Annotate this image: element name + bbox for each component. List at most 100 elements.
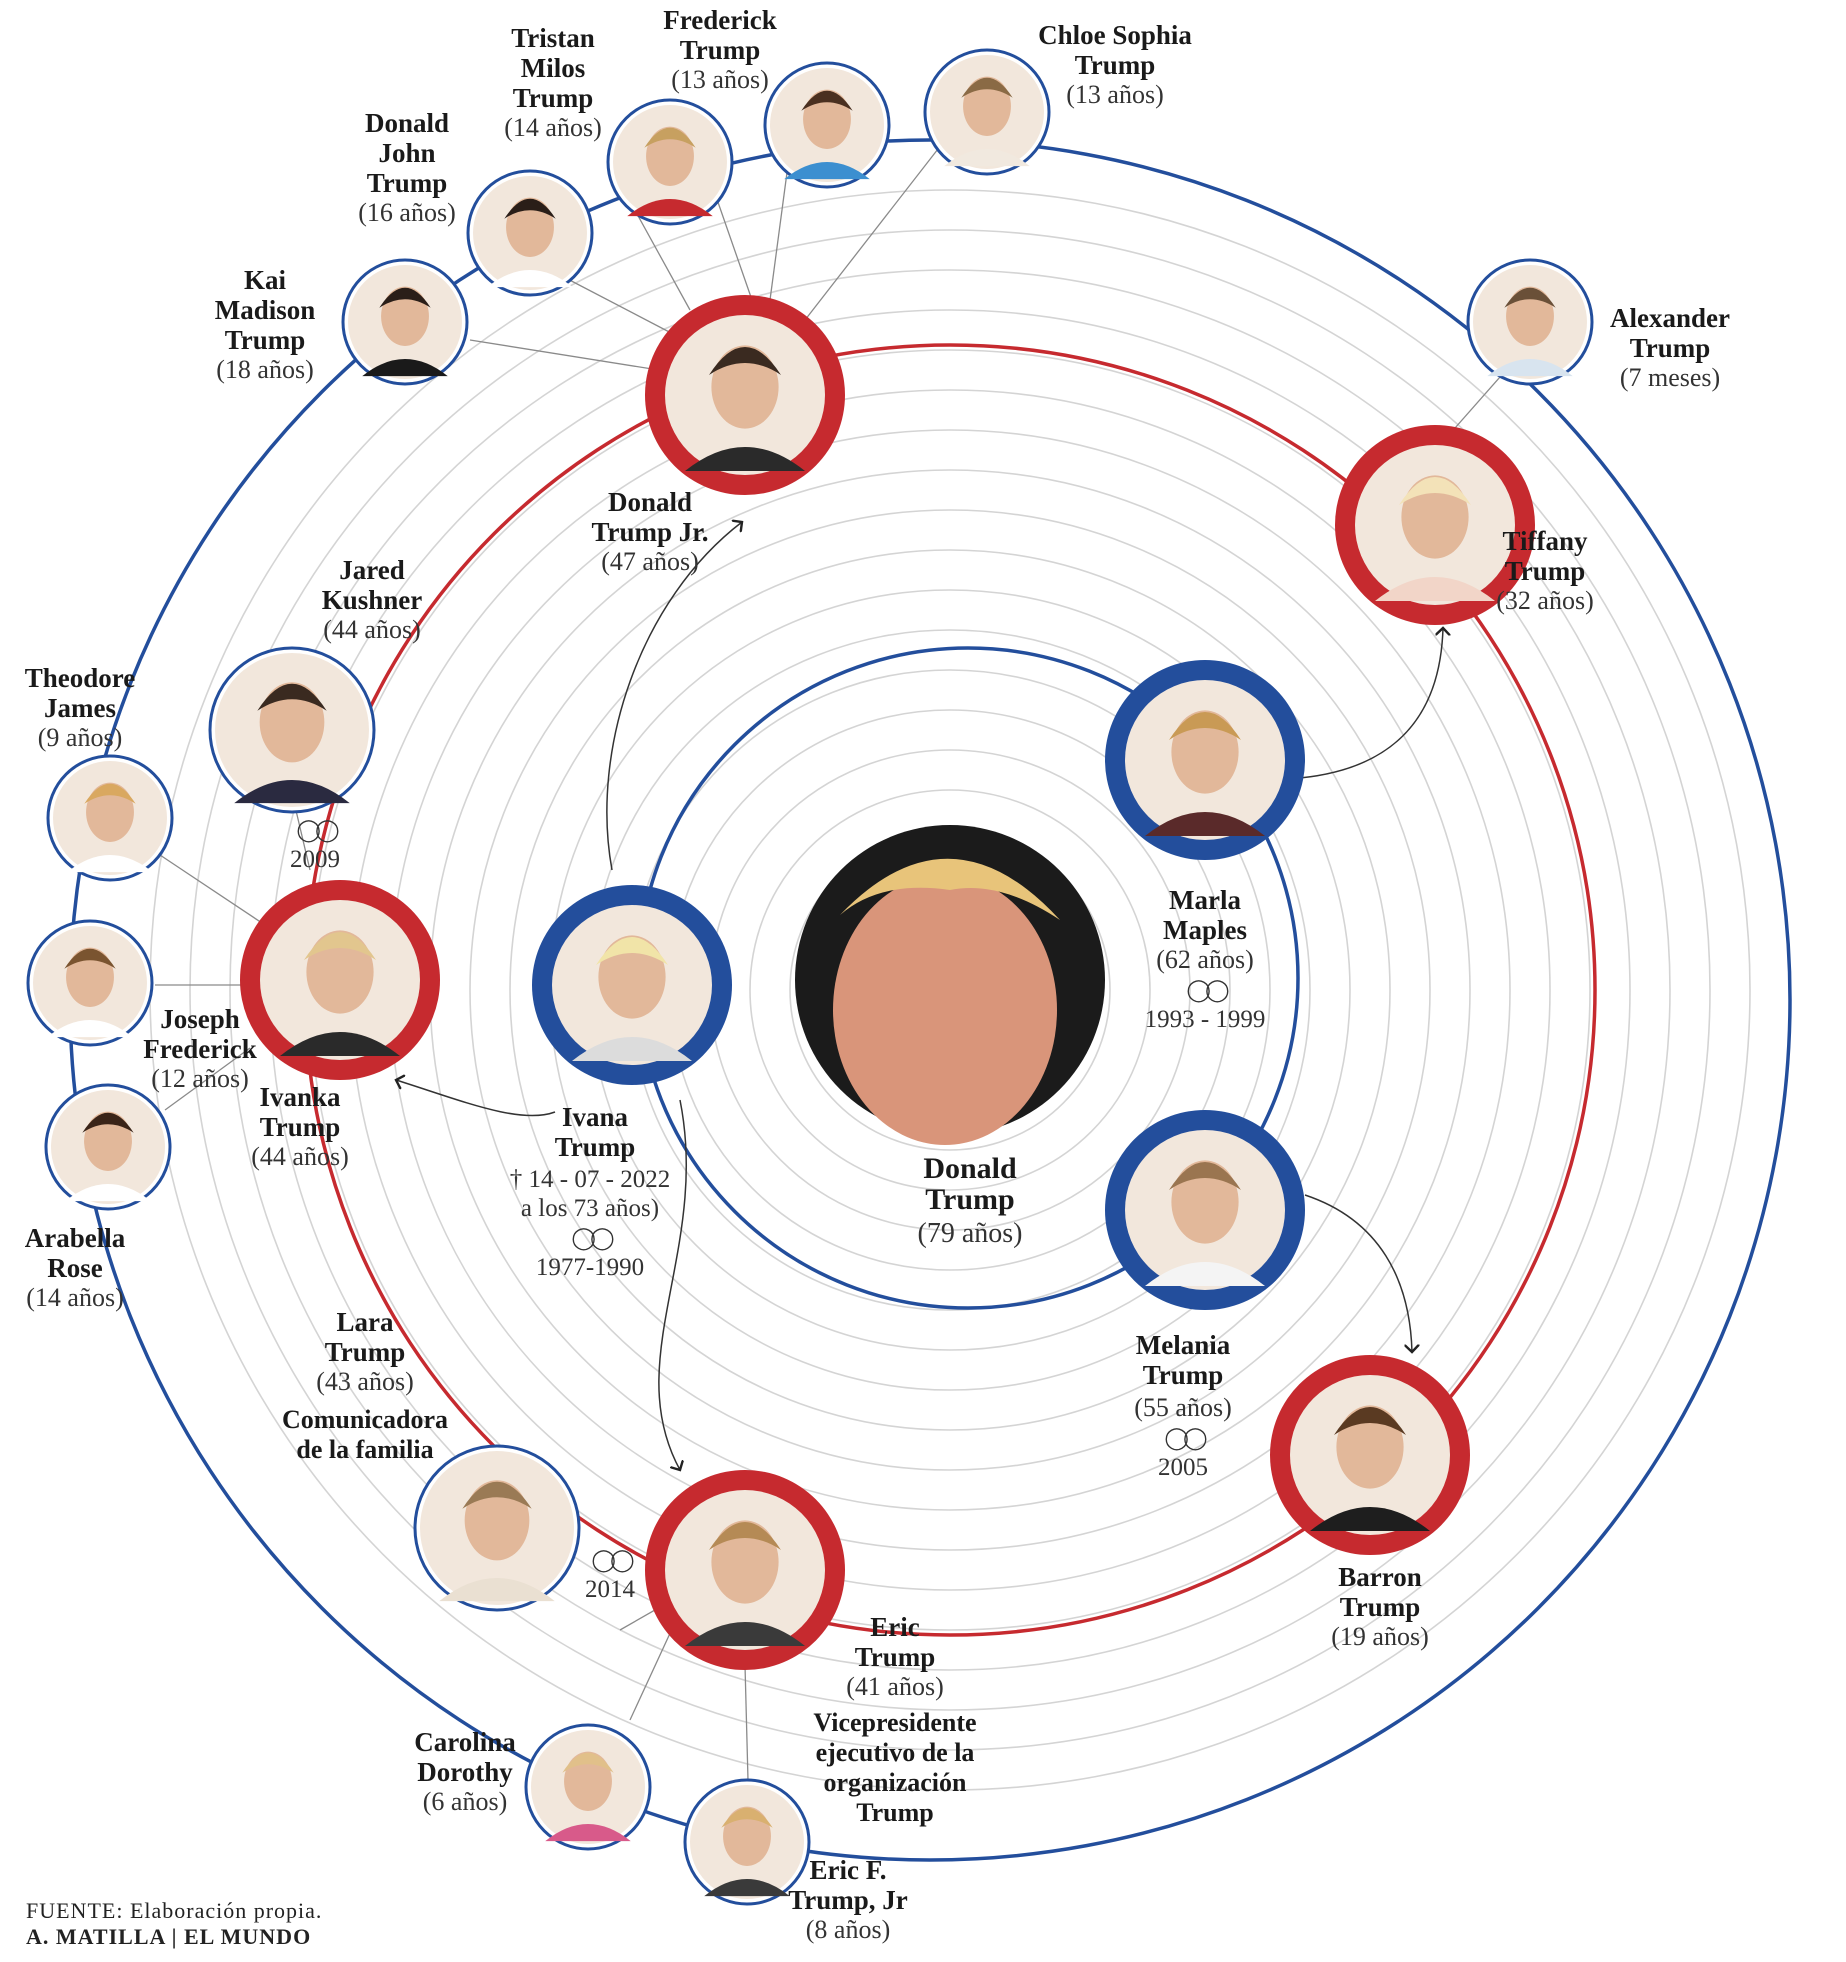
name-marla-maples: Marla Maples xyxy=(1163,885,1247,945)
face-icon xyxy=(464,1480,530,1561)
portrait-lara-trump xyxy=(413,1444,581,1612)
name-eric-trump-jr: Eric F. Trump, Jr xyxy=(788,1855,908,1915)
portrait-eric-trump-jr xyxy=(683,1778,811,1906)
face-icon xyxy=(1171,1160,1239,1244)
hair-icon xyxy=(709,1522,781,1550)
name-theodore-james: Theodore James xyxy=(24,663,136,723)
name-ivanka-trump: Ivanka Trump xyxy=(259,1082,341,1142)
connector-line xyxy=(711,184,753,301)
grid-circle xyxy=(509,549,1391,1431)
portrait-alexander-trump xyxy=(1466,258,1594,386)
shoulders-icon xyxy=(1145,1262,1265,1286)
connector-line xyxy=(744,1664,749,1781)
name-chloe-trump: Chloe Sophia Trump xyxy=(1038,20,1192,80)
name-arabella-rose: Arabella Rose xyxy=(24,1223,126,1283)
portrait-chloe-trump xyxy=(923,48,1051,176)
label-carolina-dorothy: Carolina Dorothy (6 años) xyxy=(395,1727,535,1817)
age-marla-maples: (62 años) xyxy=(1156,945,1254,974)
label-donald-john-trump: Donald John Trump (16 años) xyxy=(337,108,477,228)
label-lara-trump: Lara Trump (43 años) xyxy=(300,1307,430,1397)
source-text: FUENTE: Elaboración propia. xyxy=(26,1898,323,1923)
arrow xyxy=(658,1099,688,1470)
face-icon xyxy=(66,947,114,1007)
face-icon xyxy=(803,89,851,149)
hair-icon xyxy=(801,90,853,111)
face-icon xyxy=(381,286,429,346)
portrait-ivanka-trump xyxy=(240,880,440,1080)
hair-icon xyxy=(257,683,327,711)
portrait-arabella-rose xyxy=(44,1083,172,1211)
label-eric-role: Vicepresidente ejecutivo de la organizac… xyxy=(785,1708,1005,1828)
hair-icon xyxy=(709,347,781,375)
face-icon xyxy=(963,76,1011,136)
shoulders-icon xyxy=(572,1037,692,1061)
age-ivanka-trump: (44 años) xyxy=(251,1142,349,1171)
portrait-marla-maples xyxy=(1105,660,1305,860)
face-icon xyxy=(711,345,779,429)
connector-line xyxy=(769,149,791,301)
label-jared-kushner: Jared Kushner (44 años) xyxy=(297,555,447,645)
age-donald-trump: (79 años) xyxy=(917,1218,1023,1249)
hair-icon xyxy=(304,932,376,960)
marriage-jared: 2009 xyxy=(290,846,340,873)
label-lara-marriage: ◯◯ 2014 xyxy=(560,1545,660,1605)
label-arabella-rose: Arabella Rose (14 años) xyxy=(5,1223,145,1313)
portrait-eric-trump xyxy=(645,1470,845,1670)
face-icon xyxy=(833,875,1057,1145)
age-carolina-dorothy: (6 años) xyxy=(422,1787,508,1816)
grid-circle xyxy=(229,269,1671,1711)
shoulders-icon xyxy=(1375,577,1495,601)
portrait-frederick-trump xyxy=(763,61,891,189)
portrait-melania-trump xyxy=(1105,1110,1305,1310)
label-lara-role: Comunicadora de la familia xyxy=(255,1405,475,1465)
hair-icon xyxy=(840,858,1060,920)
shoulders-icon xyxy=(1310,1507,1430,1531)
arrow xyxy=(606,522,742,871)
portraits xyxy=(26,48,1594,1906)
face-icon xyxy=(1506,286,1554,346)
grid-circle xyxy=(189,229,1711,1751)
label-kai-trump: Kai Madison Trump (18 años) xyxy=(195,265,335,385)
connector-line xyxy=(804,139,946,321)
shoulders-icon xyxy=(362,359,448,377)
label-barron-trump: Barron Trump (19 años) xyxy=(1305,1562,1455,1652)
label-donald-trump: Donald Trump (79 años) xyxy=(880,1153,1060,1249)
face-icon xyxy=(306,930,374,1014)
shoulders-icon xyxy=(439,1578,555,1602)
shoulders-icon xyxy=(685,447,805,471)
author-credit: A. MATILLA | EL MUNDO xyxy=(26,1924,312,1949)
label-theodore-james: Theodore James (9 años) xyxy=(5,663,155,753)
hair-icon xyxy=(504,198,556,219)
hair-icon xyxy=(1399,477,1471,505)
shoulders-icon xyxy=(65,1184,151,1202)
parent-child-arrows xyxy=(396,522,1443,1470)
name-tiffany-trump: Tiffany Trump xyxy=(1502,526,1588,586)
marriage-melania: 2005 xyxy=(1158,1454,1208,1481)
marriage-ivana: 1977-1990 xyxy=(535,1254,645,1281)
age-kai-trump: (18 años) xyxy=(216,355,314,384)
name-joseph-frederick: Joseph Frederick xyxy=(143,1004,257,1064)
face-icon xyxy=(564,1751,612,1811)
hair-icon xyxy=(644,127,696,148)
hair-icon xyxy=(961,77,1013,98)
age-melania-trump: (55 años) xyxy=(1134,1393,1232,1422)
face-icon xyxy=(86,782,134,842)
age-alexander-trump: (7 meses) xyxy=(1619,363,1721,392)
grid-circle xyxy=(469,509,1431,1471)
hair-icon xyxy=(1504,287,1556,308)
label-melania-trump: Melania Trump (55 años) ◯◯ 2005 xyxy=(1103,1330,1263,1483)
name-donald-john-trump: Donald John Trump xyxy=(364,108,450,198)
hair-icon xyxy=(721,1807,773,1828)
label-eric-trump-jr: Eric F. Trump, Jr (8 años) xyxy=(768,1855,928,1945)
hair-icon xyxy=(82,1112,134,1133)
portrait-tristan-trump xyxy=(606,98,734,226)
age-arabella-rose: (14 años) xyxy=(26,1283,124,1312)
shoulders-icon xyxy=(234,780,350,804)
hair-icon xyxy=(1334,1407,1406,1435)
age-eric-trump-jr: (8 años) xyxy=(805,1915,891,1944)
age-barron-trump: (19 años) xyxy=(1331,1622,1429,1651)
portrait-jared-kushner xyxy=(208,646,376,814)
shoulders-icon xyxy=(487,270,573,288)
age-chloe-trump: (13 años) xyxy=(1066,80,1164,109)
shoulders-icon xyxy=(944,149,1030,167)
